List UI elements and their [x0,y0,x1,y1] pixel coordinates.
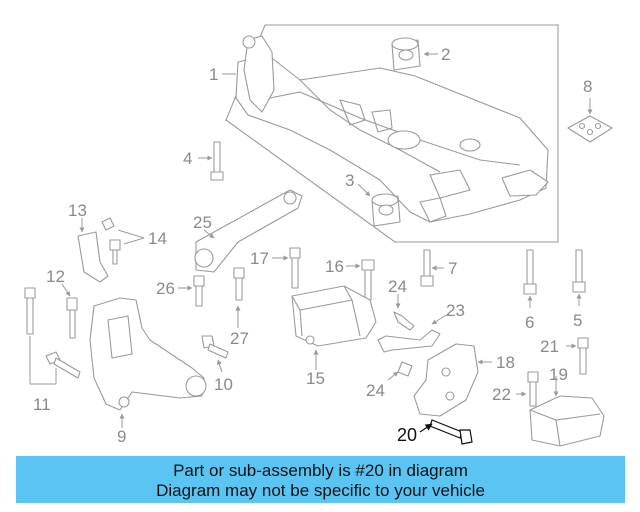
callout-20: 20 [397,425,417,445]
mount-bushing-2 [391,37,421,71]
bolt-26 [193,275,205,307]
leader-lines [29,51,593,433]
callout-4: 4 [183,149,192,168]
engine-mount-9 [89,297,207,411]
callout-labels: 1 2 3 4 5 6 7 8 9 10 11 12 13 14 15 16 1… [33,45,592,446]
bolt-5 [572,249,586,293]
bracket-18 [413,343,479,417]
callout-24a: 24 [388,277,407,296]
info-banner: Part or sub-assembly is #20 in diagram D… [16,456,625,503]
callout-5: 5 [573,311,582,330]
callout-7: 7 [448,259,457,278]
bolt-10 [201,335,229,359]
transmission-mount-15 [291,285,377,347]
callout-14: 14 [148,229,167,248]
callout-18: 18 [496,353,515,372]
bolt-17 [289,247,301,289]
callout-9: 9 [117,427,126,446]
bolt-24a [393,311,415,331]
callout-17: 17 [250,249,269,268]
subframe-group [225,24,559,243]
bolt-24b [397,361,413,377]
mount-plate-8 [567,115,613,143]
banner-line-1: Part or sub-assembly is #20 in diagram [173,461,468,480]
bolt-20-highlighted [429,419,473,445]
callout-25: 25 [193,213,212,232]
bolt-6 [523,249,537,295]
bolt-21 [577,337,589,375]
link-23 [377,329,441,353]
callout-15: 15 [306,369,325,388]
callout-27: 27 [230,329,249,348]
callout-26: 26 [156,279,175,298]
callout-6: 6 [525,313,534,332]
callout-23: 23 [446,301,465,320]
bolt-7 [420,249,434,287]
bolt-16 [361,259,375,301]
banner-line-2: Diagram may not be specific to your vehi… [156,481,485,500]
callout-10: 10 [214,375,233,394]
mount-19 [529,395,605,447]
parts-diagram: 1 2 3 4 5 6 7 8 9 10 11 12 13 14 15 16 1… [24,24,613,447]
bolt-22 [527,371,539,407]
callout-11: 11 [33,395,51,414]
bolt-4 [210,141,224,181]
callout-8: 8 [583,77,592,96]
callout-1: 1 [209,65,218,84]
bolt-12 [66,297,78,339]
callout-13: 13 [68,201,87,220]
bolt-14 [101,217,121,265]
callout-16: 16 [325,257,344,276]
callout-19: 19 [549,365,568,384]
callout-24b: 24 [366,381,385,400]
callout-12: 12 [46,267,65,286]
bolt-11 [24,287,81,379]
callout-21: 21 [540,337,559,356]
torque-rod-25 [194,189,303,273]
callout-22: 22 [492,385,511,404]
bolt-27 [233,267,245,301]
bracket-13 [77,231,109,283]
callout-2: 2 [441,45,450,64]
callout-3: 3 [345,171,354,190]
mount-bushing-3 [371,193,401,227]
